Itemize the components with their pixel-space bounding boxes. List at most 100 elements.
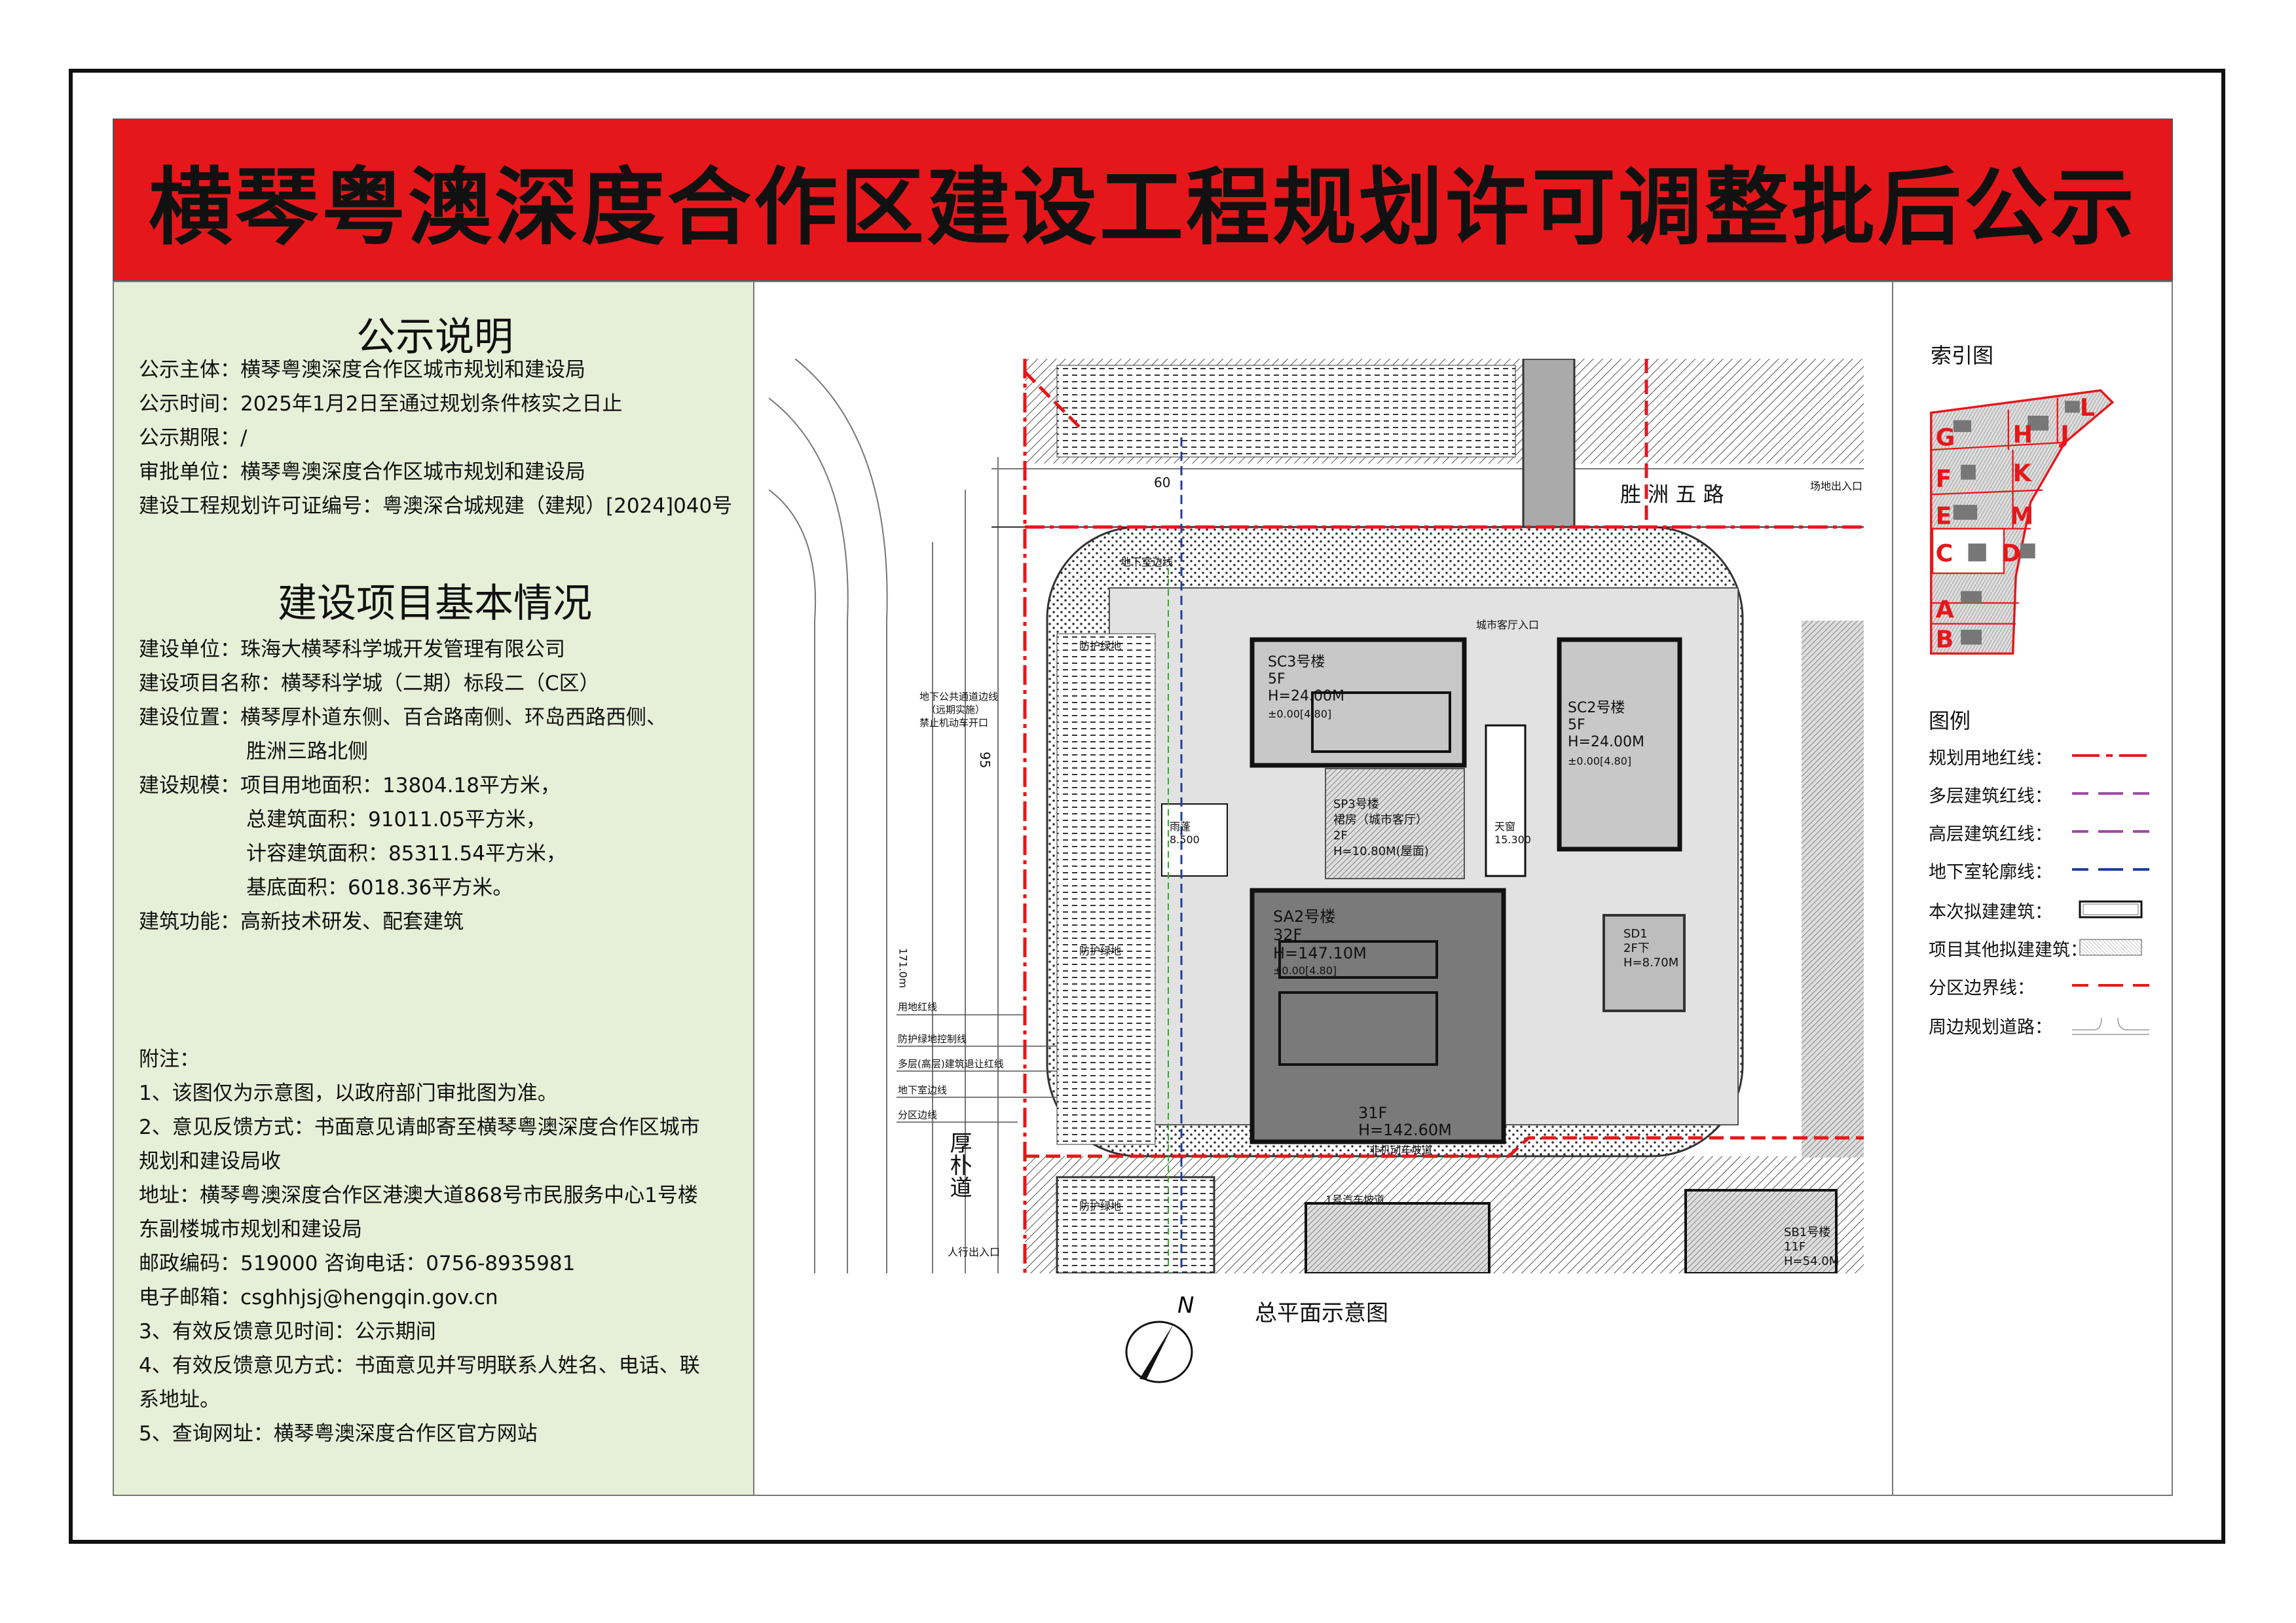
road-label-north: 胜 洲 五 路 xyxy=(1620,482,1724,507)
zone-label: A xyxy=(1936,596,1954,624)
height: H=54.0M xyxy=(1784,1254,1839,1268)
height: H=24.00M xyxy=(1568,734,1644,750)
height: H=24.00M xyxy=(1268,688,1344,704)
building-name: SC3号楼 xyxy=(1268,654,1325,670)
floors: 2F xyxy=(1333,829,1348,843)
project-line: 建设规模：项目用地面积：13804.18平方米， xyxy=(139,774,561,797)
notice-line: 公示时间：2025年1月2日至通过规划条件核实之日止 xyxy=(139,392,623,416)
elevation: ±0.00[4.80] xyxy=(1268,708,1331,720)
other-building-sb1 xyxy=(1684,1189,1838,1273)
legend-item-highrise-line: 高层建筑红线： xyxy=(1929,820,2151,846)
other-building xyxy=(1056,1176,1215,1273)
sc2-label: SC2号楼 5F H=24.00M ±0.00[4.80] xyxy=(1568,700,1644,767)
legend-item-surrounding-road: 周边规划道路： xyxy=(1929,1013,2151,1039)
legend-label: 多层建筑红线： xyxy=(1929,786,2052,807)
project-line: 总建筑面积：91011.05平方米， xyxy=(246,808,546,831)
road-icon xyxy=(2072,1017,2149,1035)
building-sd1 xyxy=(1602,914,1686,1012)
green-label: 防护绿地 xyxy=(1079,640,1121,652)
project-line: 计容建筑面积：85311.54平方米， xyxy=(246,842,566,866)
sa2-label: SA2号楼 32F H=147.10M ±0.00[4.80] 31F H=14… xyxy=(1273,907,1452,1139)
canopy xyxy=(1161,803,1228,877)
notice-line: 公示主体：横琴粤澳深度合作区城市规划和建设局 xyxy=(139,358,585,382)
callout-lines xyxy=(897,1014,1057,1123)
project-line: 建筑功能：高新技术研发、配套建筑 xyxy=(139,910,464,934)
passage-label: 禁止机动车开口 xyxy=(919,717,988,729)
skylight-elevation: 15.300 xyxy=(1494,833,1531,846)
site-plan-map: 胜 洲 五 路 厚朴道 60 95 171.0m SC3号楼 5F H=24.0… xyxy=(769,359,1864,1273)
building-use: 裙房（城市客厅） xyxy=(1333,813,1428,827)
canopy-elevation: 8.500 xyxy=(1170,833,1200,846)
legend-item-zone-boundary: 分区边界线： xyxy=(1929,974,2151,1000)
outer-frame xyxy=(69,69,2225,1544)
notes-line: 3、有效反馈意见时间：公示期间 xyxy=(139,1320,436,1343)
legend-title: 图例 xyxy=(1929,708,1971,733)
passage-label: （远期实施） xyxy=(926,704,985,716)
building-sc2 xyxy=(1557,637,1682,852)
site-red-lines xyxy=(1023,359,1864,1273)
dimension: 95 xyxy=(977,752,993,768)
notes-line: 2、意见反馈方式：书面意见请邮寄至横琴粤澳深度合作区城市 xyxy=(139,1116,700,1139)
legend-label: 分区边界线： xyxy=(1929,978,2035,998)
dash-line-icon xyxy=(2072,984,2149,987)
height: H=147.10M xyxy=(1273,944,1367,962)
car-ramp-label: 1号汽车坡道 xyxy=(1325,1194,1384,1206)
zone-label: F xyxy=(1936,465,1952,493)
floors: 32F xyxy=(1273,926,1302,944)
height: H=10.80M(屋面) xyxy=(1333,845,1429,858)
notes-line: 地址：横琴粤澳深度合作区港澳大道868号市民服务中心1号楼 xyxy=(139,1184,698,1207)
canopy-label: 雨蓬 xyxy=(1170,820,1191,833)
building-box-icon xyxy=(2079,900,2143,919)
green-label: 防护绿地 xyxy=(1079,945,1121,957)
zone-label: M xyxy=(2010,502,2033,530)
index-map-title: 索引图 xyxy=(1931,343,1994,368)
index-map: G H L J F K E M C D A B xyxy=(1930,389,2115,655)
plan-title: 总平面示意图 xyxy=(1255,1300,1388,1326)
basement-line-label: 地下室边线 xyxy=(1120,556,1173,568)
road-label-west: 厚朴道 xyxy=(946,1131,972,1198)
notes-line: 东副楼城市规划和建设局 xyxy=(139,1218,362,1241)
passage-label: 地下公共通道边线 xyxy=(919,691,998,702)
dash-line-icon xyxy=(2072,792,2149,795)
project-line: 建设位置：横琴厚朴道东侧、百合路南侧、环岛西路西侧、 xyxy=(139,706,667,729)
building-name: SP3号楼 xyxy=(1333,797,1379,811)
page-title: 横琴粤澳深度合作区建设工程规划许可调整批后公示 xyxy=(148,158,2137,257)
building-sp3 xyxy=(1325,768,1465,879)
notes-line: 1、该图仅为示意图，以政府部门审批图为准。 xyxy=(139,1082,558,1105)
green-label: 防护绿地 xyxy=(1079,1200,1121,1213)
legend-label: 地下室轮廓线： xyxy=(1929,862,2052,883)
building-sc3 xyxy=(1250,637,1467,768)
legend-label: 高层建筑红线： xyxy=(1929,824,2052,845)
legend-label: 项目其他拟建建筑： xyxy=(1929,940,2088,960)
project-title: 建设项目基本情况 xyxy=(278,581,592,627)
dash-line-icon xyxy=(2072,830,2149,833)
zone-label: E xyxy=(1936,502,1952,530)
floors: 31F xyxy=(1358,1104,1387,1122)
floors: 5F xyxy=(1568,717,1585,733)
project-line: 建设单位：珠海大横琴科学城开发管理有限公司 xyxy=(139,638,565,661)
floors: 5F xyxy=(1268,671,1286,687)
building-name: SB1号楼 xyxy=(1784,1226,1830,1239)
legend-label: 规划用地红线： xyxy=(1929,748,2052,769)
project-line: 胜洲三路北侧 xyxy=(246,740,368,763)
notes-email: 电子邮箱：csghhjsj@hengqin.gov.cn xyxy=(139,1286,498,1309)
skylight-label: 天窗 xyxy=(1494,820,1515,833)
skylight xyxy=(1485,724,1527,877)
description-panel: 公示说明 公示主体：横琴粤澳深度合作区城市规划和建设局 公示时间：2025年1月… xyxy=(113,281,754,1496)
legend-item-multistory-line: 多层建筑红线： xyxy=(1929,782,2151,808)
hall-entry-label: 城市客厅入口 xyxy=(1476,619,1539,631)
building-sa2 xyxy=(1250,888,1506,1144)
north-label: N xyxy=(1177,1292,1194,1319)
building-name: SD1 xyxy=(1623,927,1648,941)
project-line: 基底面积：6018.36平方米。 xyxy=(246,876,513,900)
ped-entry-label: 人行出入口 xyxy=(948,1246,1000,1258)
notice-line: 审批单位：横琴粤澳深度合作区城市规划和建设局 xyxy=(139,460,585,484)
notice-title: 公示说明 xyxy=(356,314,513,360)
zone-label: G xyxy=(1936,423,1955,451)
green-buffer xyxy=(1056,633,1156,1145)
site-entry-label: 场地出入口 xyxy=(1810,480,1862,492)
notice-line: 公示期限：/ xyxy=(139,426,248,450)
callout-label: 多层(高层)建筑退让红线 xyxy=(898,1058,1004,1070)
dimension: 60 xyxy=(1154,475,1170,490)
legend-label: 本次拟建建筑： xyxy=(1929,902,2052,922)
